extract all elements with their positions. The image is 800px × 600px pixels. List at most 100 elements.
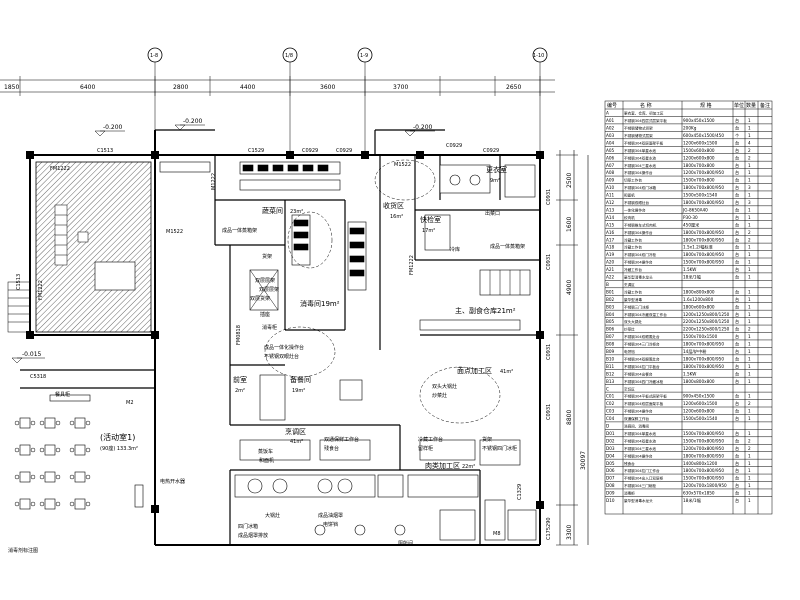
table-cell: 台 (735, 437, 739, 444)
table-cell: B03 (606, 304, 615, 309)
room-roulei: 肉类加工区 (425, 461, 460, 470)
table-cell: 1 (748, 222, 751, 227)
table-cell: C03 (606, 409, 615, 414)
table-cell: B (606, 282, 609, 287)
opening-c0931c: C0931 (546, 344, 552, 360)
table-cell: 台 (735, 348, 739, 355)
note-11: 电热开水器 (160, 478, 185, 485)
note-15: 留样柜 (418, 445, 433, 452)
table-cell: 不锈钢双眼灶台 (624, 200, 650, 205)
table-cell: 1200x700x800/950 (683, 446, 724, 451)
table-cell: 1.6x1200x800 (683, 297, 714, 302)
table-cell: B02 (606, 297, 615, 302)
table-cell: 1 (748, 356, 751, 361)
note-16: 货架 (482, 436, 492, 443)
table-cell: 1.5KW (683, 371, 696, 376)
table-cell: 2 (748, 327, 751, 332)
table-cell: 电饼铛 (624, 349, 635, 354)
table-cell: 不锈钢304单星水池 (624, 148, 656, 153)
table-cell: 1 (748, 319, 751, 324)
table-cell: 1 (748, 461, 751, 466)
table-cell: 1.5KW (683, 267, 696, 272)
table-cell: 台 (735, 147, 739, 154)
note-14: 冷藏工作台 (418, 436, 443, 443)
note-25: 货架 (262, 253, 272, 260)
table-cell: 台 (735, 296, 739, 303)
table-cell: 冷藏工作台 (624, 267, 642, 272)
table-cell: 2 (748, 446, 751, 451)
table-cell: 1 (748, 371, 751, 376)
note-4: 双层层架 (259, 287, 279, 293)
table-cell: 不锈钢304三星水池 (624, 163, 656, 168)
note-21: 成品油烟罩 (318, 512, 343, 519)
note-27: 插座 (260, 311, 270, 318)
table-cell: 1500x700x1500 (683, 334, 718, 339)
note-12: 蒸饭车 (258, 448, 273, 455)
fm-label-1: FM1222 (50, 166, 70, 172)
table-cell: 炒菜灶 (624, 327, 635, 332)
table-cell: A06 (606, 155, 615, 160)
dim-right-3: 8800 (566, 410, 573, 425)
room-qiantai-area: 2m² (235, 388, 245, 394)
elevation-1: -0.200 (103, 124, 123, 131)
table-cell: 1800x700x800/950 (683, 356, 724, 361)
table-header-name: 名 称 (640, 102, 652, 109)
table-cell: 1800x700x800/950 (683, 342, 724, 347)
table-cell: 1800x800x800 (683, 379, 715, 384)
table-cell: 600x450x1500/450 (683, 133, 724, 138)
table-cell: 不锈钢304拉门工作台 (624, 468, 660, 473)
table-cell: B11 (606, 364, 615, 369)
table-cell: 1800x700x800/950 (683, 468, 724, 473)
table-cell: 台 (735, 467, 739, 474)
opening-c1329: C1329 (517, 484, 523, 500)
table-cell: 1 (748, 334, 751, 339)
room-shouhuo: 收货区 (383, 201, 404, 210)
table-cell: B12 (606, 371, 615, 376)
right-dimension-line: 2500 1600 4900 8800 30097 3300 (556, 150, 589, 546)
table-cell: 台 (735, 363, 739, 370)
room-m8: M8 (493, 531, 501, 537)
table-cell: B10 (606, 356, 615, 361)
table-cell: 台 (735, 460, 739, 467)
table-cell: A13 (606, 207, 615, 212)
table-cell: 一体化操作台 (624, 207, 646, 212)
opening-c0929c: C0929 (446, 143, 462, 149)
elevation-2: -0.200 (183, 118, 203, 125)
dim-top-6: 2650 (506, 84, 521, 91)
note-26: 双层货架 (250, 295, 270, 302)
opening-labels: C1513 C1529 C0929 C0929 M1522 C0929 C092… (30, 143, 552, 540)
table-cell: A20 (606, 260, 615, 265)
table-cell: 1500x700x800 (683, 178, 715, 183)
table-cell: 台 (735, 400, 739, 407)
table-cell: 台 (735, 490, 739, 497)
table-cell: 不锈钢304冷藏双温工作台 (624, 312, 667, 317)
table-cell: 1800x700x800/950 (683, 453, 724, 458)
table-cell: D (606, 424, 609, 429)
table-cell: 不锈钢304双门冰箱 (624, 185, 656, 190)
table-cell: 3 (748, 185, 751, 190)
opening-c0929d: C0929 (483, 148, 499, 154)
table-cell: 不锈钢304出入口双层柜 (624, 476, 664, 481)
dim-right-5: 3300 (566, 525, 573, 540)
room-shouhuo-area: 16m² (390, 214, 403, 220)
table-cell: 台 (735, 199, 739, 206)
opening-c1513a: C1513 (97, 148, 113, 154)
table-cell: 台 (735, 370, 739, 377)
table-cell: C02 (606, 401, 615, 406)
table-cell: 台 (735, 251, 739, 258)
table-cell: 不锈钢304双层面架平板 (624, 140, 664, 145)
table-cell: 1 (748, 289, 751, 294)
table-cell: A11 (606, 193, 615, 198)
